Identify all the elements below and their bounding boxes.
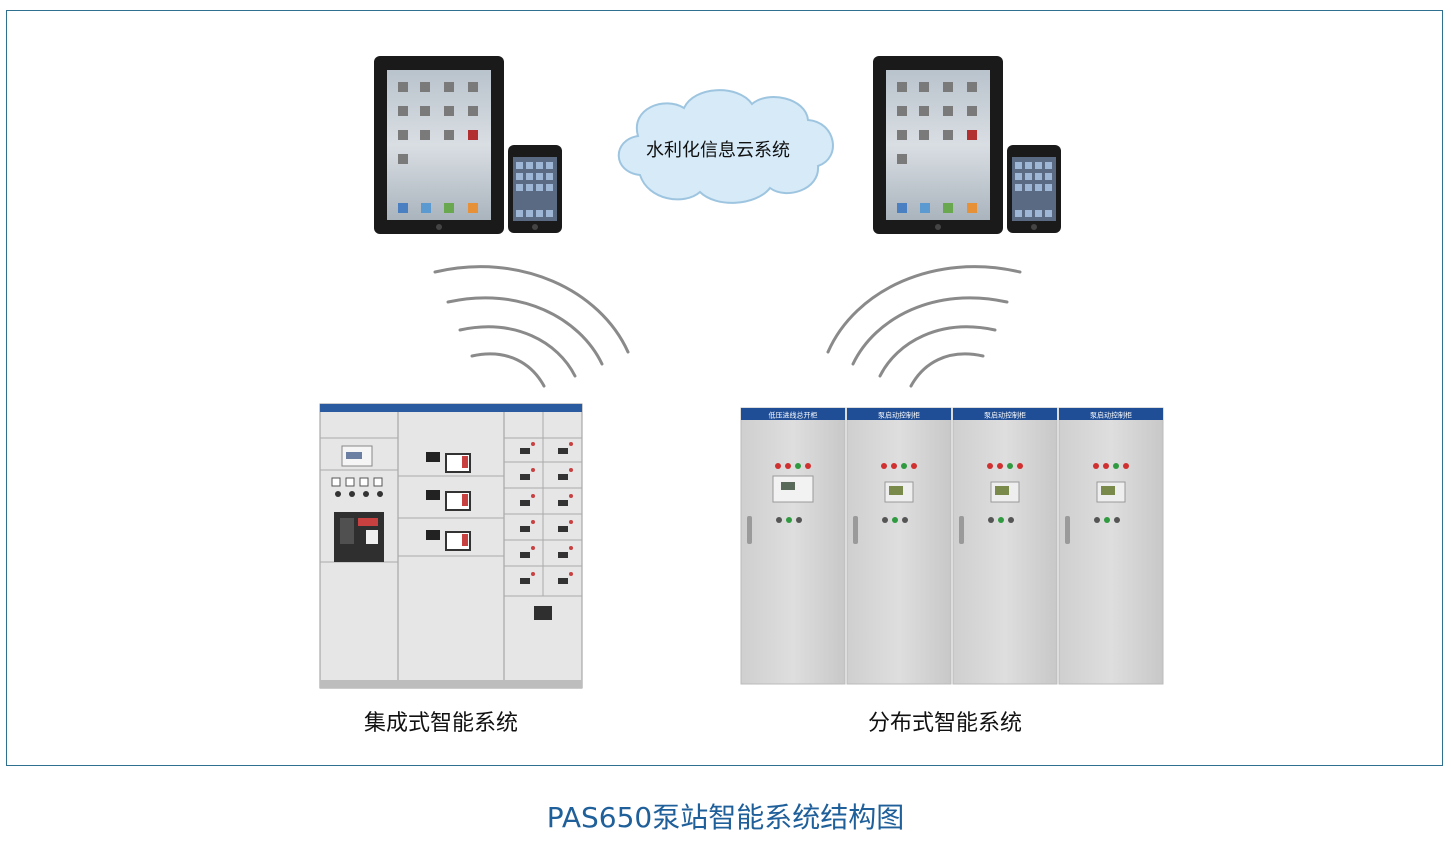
cabinet-title: 低压进线总开柜 (769, 411, 818, 420)
control-cabinet: 泵启动控制柜 (846, 407, 952, 685)
diagram-frame (6, 10, 1443, 766)
cloud-label: 水利化信息云系统 (646, 140, 790, 161)
distributed-system-label: 分布式智能系统 (868, 711, 1023, 736)
cabinet-title: 泵启动控制柜 (984, 411, 1026, 420)
cabinet-title: 泵启动控制柜 (878, 411, 920, 420)
tablet-icon (873, 56, 1003, 234)
integrated-system-label: 集成式智能系统 (364, 711, 519, 736)
cloud-icon (617, 89, 834, 204)
distributed-cabinet-image: 低压进线总开柜 泵启动控制柜 泵启动控制柜 泵启动控制柜 (740, 407, 1164, 685)
integrated-cabinet-image (319, 403, 583, 689)
tablet-icon (374, 56, 504, 234)
diagram-caption: PAS650泵站智能系统结构图 (546, 801, 905, 834)
cabinet-title: 泵启动控制柜 (1090, 411, 1132, 420)
control-cabinet: 泵启动控制柜 (1058, 407, 1164, 685)
control-cabinet: 低压进线总开柜 (740, 407, 846, 685)
phone-icon (1007, 145, 1061, 233)
phone-icon (508, 145, 562, 233)
control-cabinet: 泵启动控制柜 (952, 407, 1058, 685)
wireless-signal-icon (433, 265, 630, 388)
wireless-signal-icon (826, 265, 1022, 388)
